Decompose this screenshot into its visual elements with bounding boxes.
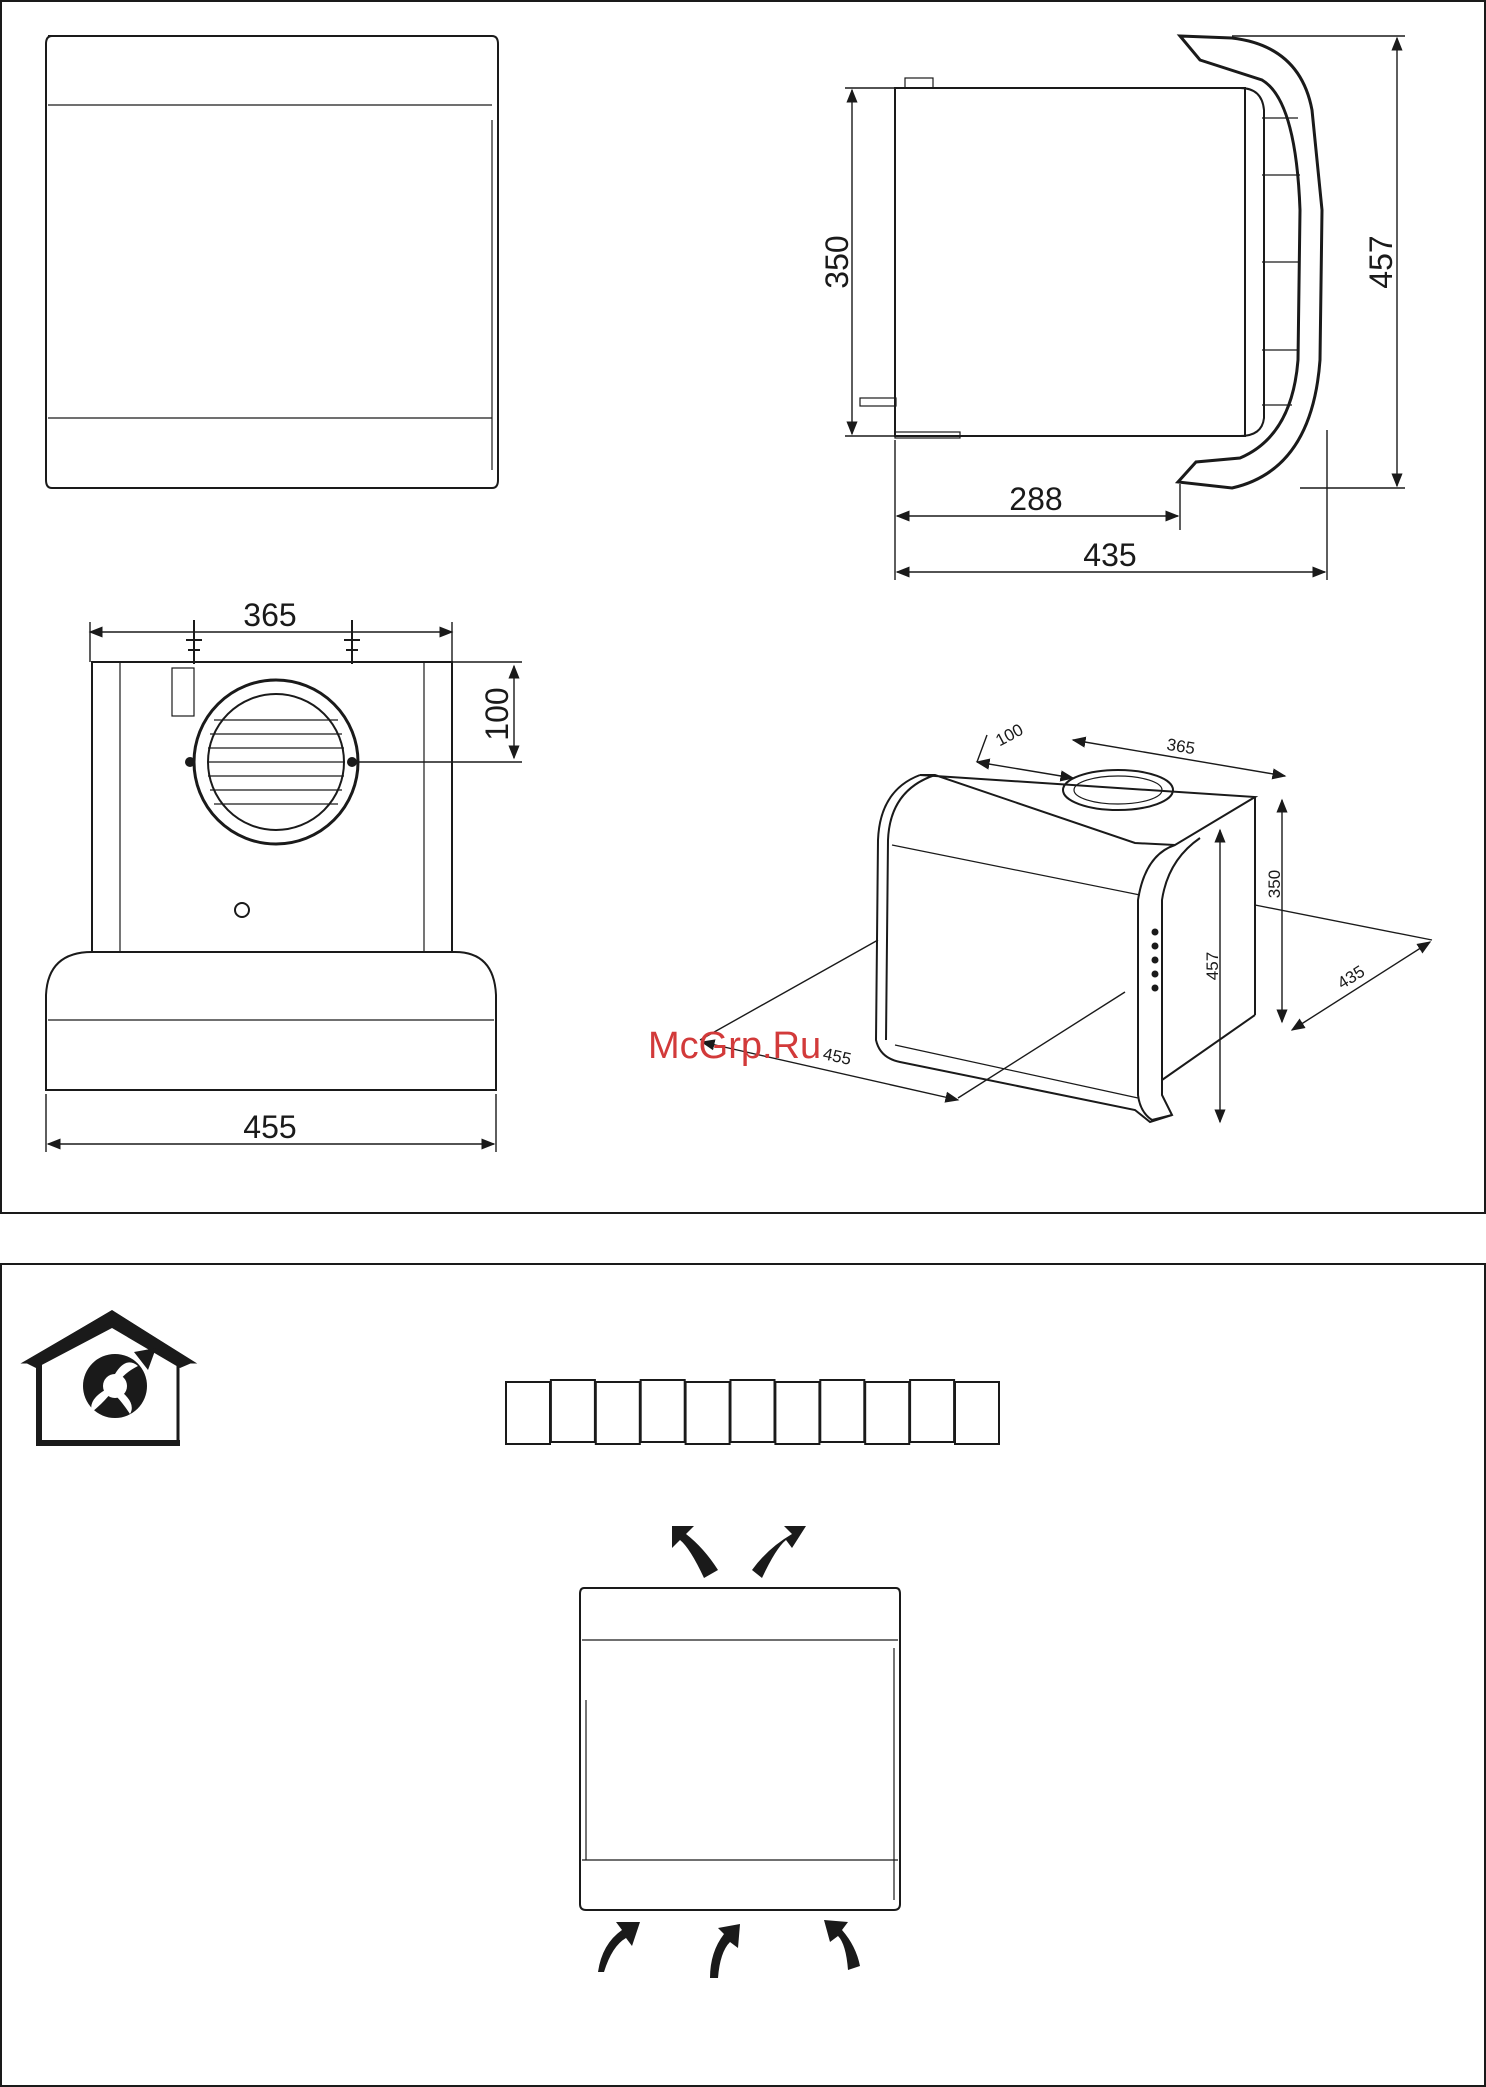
dim-365: 365: [243, 597, 296, 633]
isometric-view: [876, 770, 1255, 1122]
filter-segment: [641, 1380, 685, 1442]
filter-segment: [686, 1382, 730, 1444]
iso-dim-457: 457: [1203, 952, 1222, 980]
iso-dim-365: 365: [1165, 735, 1196, 758]
dim-435: 435: [1083, 537, 1136, 573]
iso-dim-435: 435: [1334, 962, 1368, 993]
dim-457: 457: [1363, 235, 1399, 288]
house-fan-icon: [24, 1310, 194, 1446]
filter-segment: [865, 1382, 909, 1444]
filter-segments: [506, 1380, 999, 1444]
filter-segment: [596, 1382, 640, 1444]
iso-dim-100: 100: [992, 720, 1026, 750]
airflow-in-arrows: [598, 1920, 860, 1978]
filter-segment: [820, 1380, 864, 1442]
filter-segment: [775, 1382, 819, 1444]
dim-455: 455: [243, 1109, 296, 1145]
arrow-out-right: [752, 1526, 806, 1578]
filter-segment: [955, 1382, 999, 1444]
arrow-in-left: [598, 1922, 640, 1972]
mounting-bolt-left: [186, 620, 202, 664]
dim-288: 288: [1009, 481, 1062, 517]
side-view: [860, 36, 1322, 488]
filter-segment: [731, 1380, 775, 1442]
iso-control-buttons: [1152, 929, 1159, 992]
bottom-panel-frame: [1, 1264, 1485, 2086]
underside-view: [46, 620, 496, 1090]
arrow-in-center: [710, 1924, 740, 1978]
arrow-in-right: [824, 1920, 860, 1970]
side-view-dimensions: 350 457 288 435: [819, 36, 1405, 580]
recirculation-front-view: [580, 1588, 900, 1910]
airflow-out-arrows: [672, 1526, 806, 1578]
filter-segment: [551, 1380, 595, 1442]
front-view: [46, 36, 498, 488]
dim-350: 350: [819, 235, 855, 288]
filter-segment: [910, 1380, 954, 1442]
arrow-out-left: [672, 1526, 718, 1578]
watermark: McGrp.Ru: [648, 1025, 821, 1067]
iso-dim-350: 350: [1265, 870, 1284, 898]
filter-segment: [506, 1382, 550, 1444]
mounting-bolt-right: [344, 620, 360, 664]
iso-dim-455: 455: [821, 1044, 853, 1068]
dim-100: 100: [479, 687, 515, 740]
